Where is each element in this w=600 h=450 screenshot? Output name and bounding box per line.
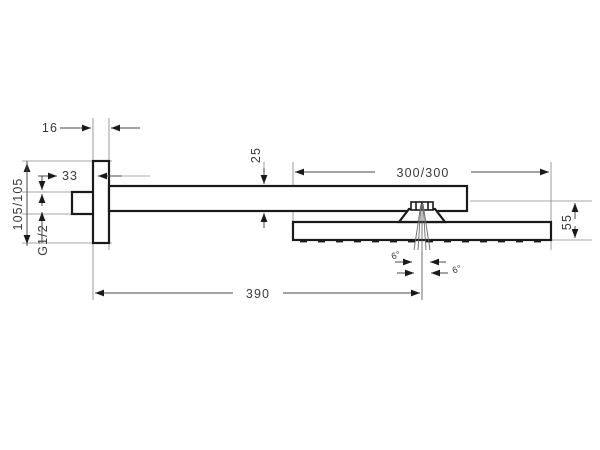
spray-cone-lines [413, 203, 431, 300]
dimension-300: 300/300 [295, 164, 549, 180]
dim-label-g12: G1/2 [36, 224, 50, 256]
shower-arm [107, 184, 469, 213]
dim-label-angle-right: 6° [451, 263, 463, 276]
dimension-55: 55 [560, 203, 579, 238]
dimension-16: 16 [42, 121, 140, 135]
dim-label-105: 105/105 [11, 178, 25, 231]
dimension-angle-left: 6° [390, 249, 448, 277]
dim-label-angle-left: 6° [390, 249, 402, 262]
dim-label-300: 300/300 [397, 166, 450, 180]
dim-label-16: 16 [42, 121, 58, 135]
dimension-33: 33 [38, 169, 122, 190]
dim-label-33: 33 [62, 169, 78, 183]
dimension-25: 25 [249, 147, 268, 228]
dim-label-390: 390 [246, 287, 270, 301]
dim-label-55: 55 [560, 214, 574, 230]
wall-escutcheon-plate [91, 159, 111, 245]
nozzle-row [300, 239, 541, 243]
part-geometry [70, 159, 553, 300]
dimension-angle-right: 6° [451, 263, 463, 276]
dimension-g12: G1/2 [36, 224, 50, 256]
dimension-390: 390 [95, 285, 420, 301]
dim-label-25: 25 [249, 147, 263, 163]
dimension-105: 105/105 [11, 161, 31, 246]
